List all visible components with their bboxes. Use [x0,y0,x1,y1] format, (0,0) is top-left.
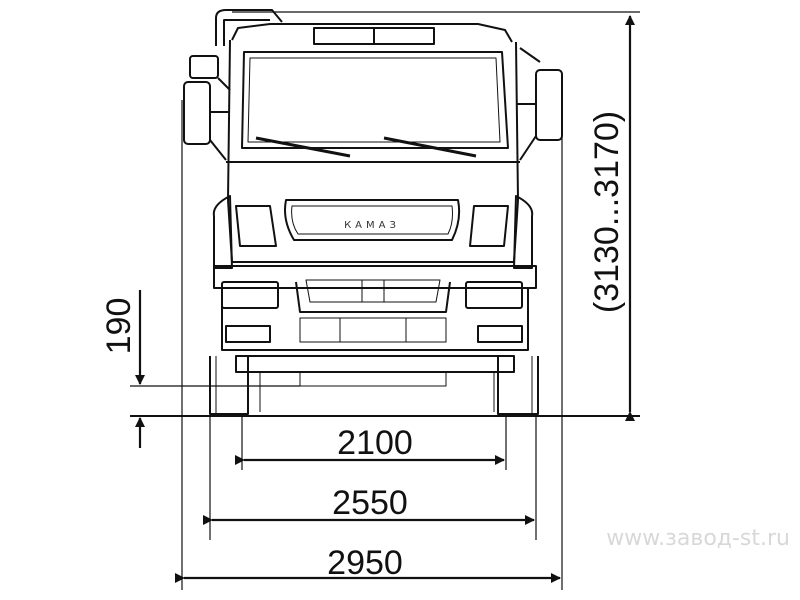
bumper [213,265,537,351]
body-width-label: 2550 [332,484,408,522]
fenders [212,195,534,269]
windshield [241,51,509,149]
cab-roof [215,9,513,46]
brand-mark: КАМАЗ [344,220,400,231]
right-wheel [497,356,539,415]
left-mirror [183,55,231,161]
extension-lines [130,11,640,590]
left-wheel [209,356,249,415]
watermark: www.завод-st.ru [606,526,790,551]
clearance-label: 190 [100,298,138,355]
wipers [255,136,477,158]
front-axle [235,355,515,412]
right-mirror [516,47,563,161]
track-label: 2100 [337,424,413,462]
height-label: (3130...3170) [588,111,626,313]
upper-headlights [235,205,509,247]
mirror-width-label: 2950 [327,544,403,582]
grille [284,199,461,241]
dimension-arrows [135,15,635,583]
truck-front-view [183,9,563,415]
